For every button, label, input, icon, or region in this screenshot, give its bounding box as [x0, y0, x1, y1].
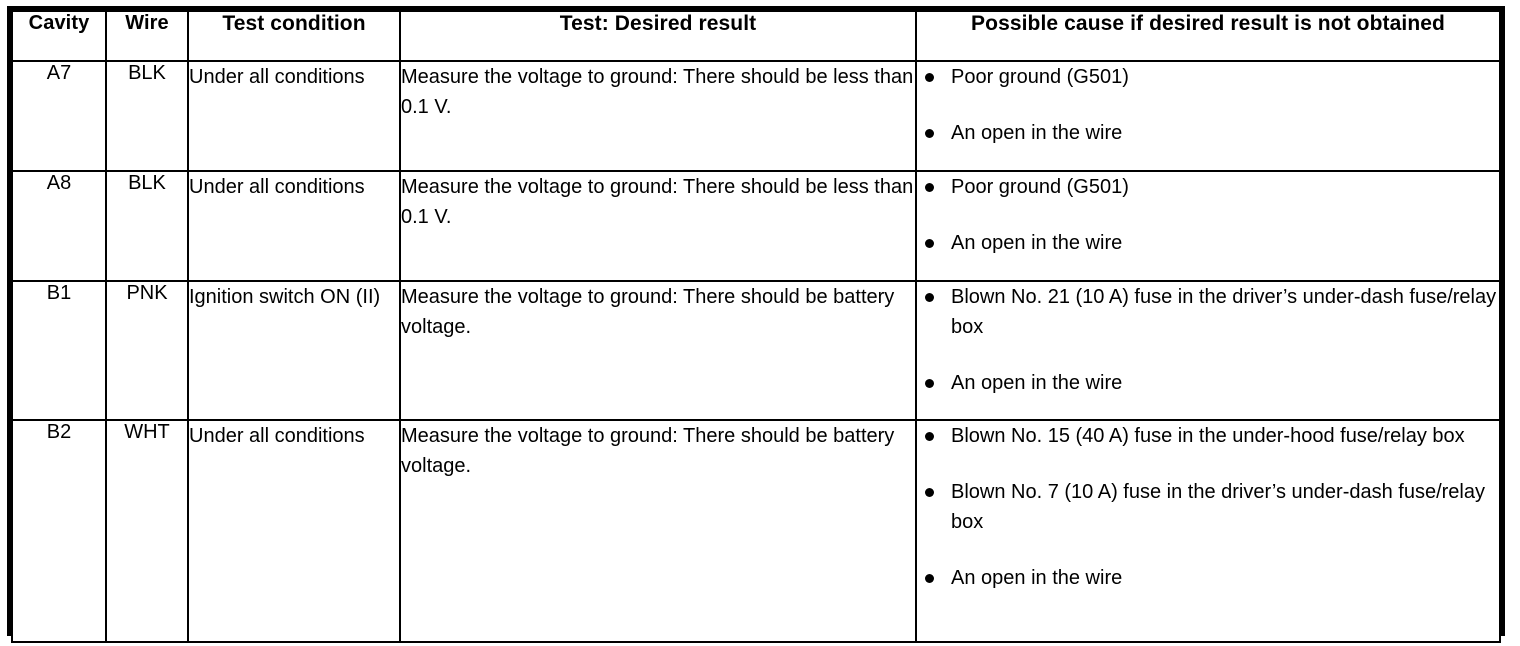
bullet-icon	[925, 239, 934, 248]
cell-wire: BLK	[105, 170, 189, 282]
table-body: A7 BLK Under all conditions Measure the …	[11, 60, 1501, 643]
bullet-icon	[925, 73, 934, 82]
list-item-label: Blown No. 15 (40 A) fuse in the under-ho…	[951, 425, 1465, 447]
table-row: B2 WHT Under all conditions Measure the …	[11, 419, 1501, 643]
list-item: An open in the wire	[917, 228, 1499, 258]
cell-wire: BLK	[105, 60, 189, 172]
table-header: Cavity Wire Test condition Test: Desired…	[11, 10, 1501, 62]
list-item: An open in the wire	[917, 563, 1499, 593]
bullet-icon	[925, 379, 934, 388]
list-item: Poor ground (G501)	[917, 62, 1499, 92]
list-item: Blown No. 21 (10 A) fuse in the driver’s…	[917, 282, 1499, 342]
cell-cavity: B2	[11, 419, 107, 643]
bullet-icon	[925, 129, 934, 138]
cell-test-desired-result: Measure the voltage to ground: There sho…	[399, 170, 917, 282]
cell-test-desired-result: Measure the voltage to ground: There sho…	[399, 60, 917, 172]
list-item-label: An open in the wire	[951, 567, 1123, 589]
column-header-wire: Wire	[105, 10, 189, 62]
cell-test-condition: Ignition switch ON (II)	[187, 280, 401, 421]
column-header-test-condition: Test condition	[187, 10, 401, 62]
bullet-icon	[925, 293, 934, 302]
cell-test-desired-result: Measure the voltage to ground: There sho…	[399, 280, 917, 421]
cell-cavity: A7	[11, 60, 107, 172]
table-row: A7 BLK Under all conditions Measure the …	[11, 60, 1501, 172]
cell-cavity: B1	[11, 280, 107, 421]
list-item: An open in the wire	[917, 118, 1499, 148]
bullet-icon	[925, 574, 934, 583]
diagnostic-table-frame: Cavity Wire Test condition Test: Desired…	[7, 6, 1505, 643]
table-row: A8 BLK Under all conditions Measure the …	[11, 170, 1501, 282]
cell-cavity: A8	[11, 170, 107, 282]
list-item-label: Poor ground (G501)	[951, 66, 1129, 88]
list-item-label: Poor ground (G501)	[951, 176, 1129, 198]
bullet-icon	[925, 488, 934, 497]
bullet-icon	[925, 183, 934, 192]
cell-possible-cause: Blown No. 15 (40 A) fuse in the under-ho…	[915, 419, 1501, 643]
possible-cause-list: Poor ground (G501) An open in the wire	[917, 62, 1499, 148]
list-item-label: An open in the wire	[951, 122, 1123, 144]
cell-test-condition: Under all conditions	[187, 60, 401, 172]
list-item-label: Blown No. 7 (10 A) fuse in the driver’s …	[951, 481, 1485, 533]
list-item: Poor ground (G501)	[917, 172, 1499, 202]
cell-wire: WHT	[105, 419, 189, 643]
column-header-possible-cause: Possible cause if desired result is not …	[915, 10, 1501, 62]
bullet-icon	[925, 432, 934, 441]
cell-possible-cause: Blown No. 21 (10 A) fuse in the driver’s…	[915, 280, 1501, 421]
cell-test-condition: Under all conditions	[187, 170, 401, 282]
column-header-test-desired-result: Test: Desired result	[399, 10, 917, 62]
list-item: An open in the wire	[917, 368, 1499, 398]
list-item-label: An open in the wire	[951, 372, 1123, 394]
possible-cause-list: Blown No. 21 (10 A) fuse in the driver’s…	[917, 282, 1499, 398]
possible-cause-list: Blown No. 15 (40 A) fuse in the under-ho…	[917, 421, 1499, 593]
cell-test-desired-result: Measure the voltage to ground: There sho…	[399, 419, 917, 643]
table-row: B1 PNK Ignition switch ON (II) Measure t…	[11, 280, 1501, 421]
possible-cause-list: Poor ground (G501) An open in the wire	[917, 172, 1499, 258]
cell-wire: PNK	[105, 280, 189, 421]
list-item-label: An open in the wire	[951, 232, 1123, 254]
cell-possible-cause: Poor ground (G501) An open in the wire	[915, 60, 1501, 172]
diagnostic-test-table: Cavity Wire Test condition Test: Desired…	[11, 10, 1501, 643]
cell-test-condition: Under all conditions	[187, 419, 401, 643]
list-item: Blown No. 7 (10 A) fuse in the driver’s …	[917, 477, 1499, 537]
table-header-row: Cavity Wire Test condition Test: Desired…	[11, 10, 1501, 62]
cell-possible-cause: Poor ground (G501) An open in the wire	[915, 170, 1501, 282]
list-item: Blown No. 15 (40 A) fuse in the under-ho…	[917, 421, 1499, 451]
column-header-cavity: Cavity	[11, 10, 107, 62]
list-item-label: Blown No. 21 (10 A) fuse in the driver’s…	[951, 286, 1497, 338]
